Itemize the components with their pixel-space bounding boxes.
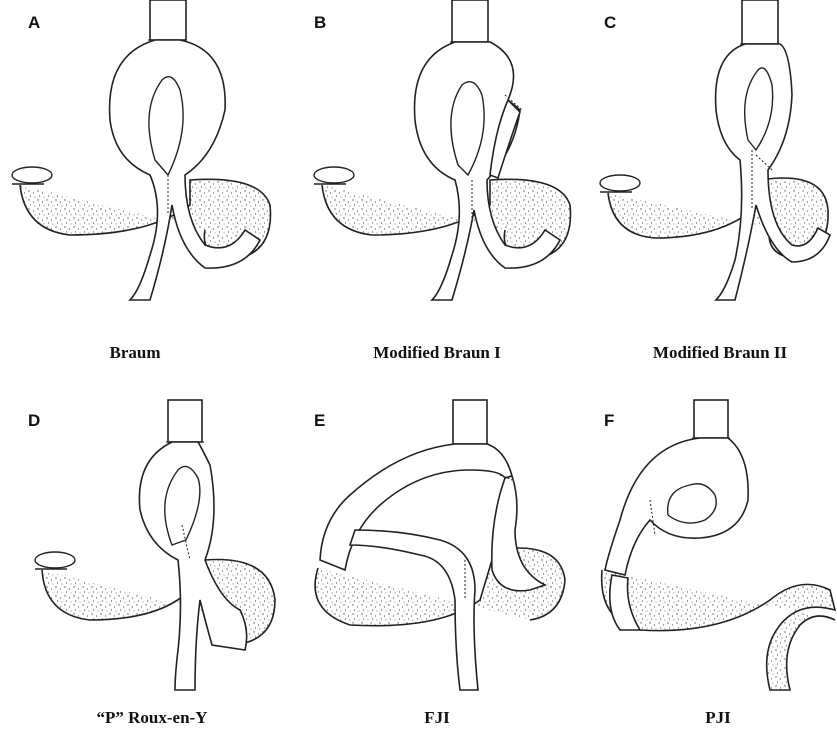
esophagus bbox=[166, 400, 204, 442]
panel-f-illustration bbox=[602, 400, 835, 690]
panel-b-letter: B bbox=[314, 13, 326, 32]
panel-c: C Modified Braun II bbox=[600, 0, 830, 362]
panel-d-letter: D bbox=[28, 411, 40, 430]
panel-f-letter: F bbox=[604, 411, 614, 430]
stomach-stump bbox=[600, 175, 640, 192]
panel-a-caption: Braum bbox=[110, 343, 161, 362]
panel-a-letter: A bbox=[28, 13, 40, 32]
panel-c-letter: C bbox=[604, 13, 616, 32]
panel-d-illustration bbox=[35, 400, 275, 690]
stomach-stump bbox=[12, 167, 52, 184]
jejunal-loop bbox=[415, 42, 561, 300]
panel-e-letter: E bbox=[314, 411, 325, 430]
panel-a-illustration bbox=[12, 0, 271, 300]
esophagus bbox=[148, 0, 188, 40]
panel-d-caption: “P” Roux-en-Y bbox=[97, 708, 208, 727]
esophagus bbox=[450, 0, 490, 42]
stomach-stump bbox=[314, 167, 354, 184]
jejunal-loop bbox=[110, 40, 260, 300]
panel-c-caption: Modified Braun II bbox=[653, 343, 788, 362]
panel-a: A Braum bbox=[12, 0, 271, 362]
esophagus bbox=[740, 0, 780, 44]
esophagus bbox=[451, 400, 489, 444]
panel-b-illustration bbox=[314, 0, 571, 300]
panel-e: E FJI bbox=[314, 400, 565, 727]
panel-c-illustration bbox=[600, 0, 830, 300]
panel-f-caption: PJI bbox=[705, 708, 731, 727]
panel-b-caption: Modified Braun I bbox=[373, 343, 501, 362]
panel-b: B Modified Braun I bbox=[314, 0, 571, 362]
stomach-stump bbox=[35, 552, 75, 569]
panel-d: D “P” Roux-en-Y bbox=[28, 400, 275, 727]
panel-f: F PJI bbox=[602, 400, 835, 727]
esophagus bbox=[692, 400, 730, 438]
panel-e-illustration bbox=[315, 400, 565, 690]
jejunal-loop bbox=[716, 44, 830, 300]
panel-e-caption: FJI bbox=[424, 708, 450, 727]
